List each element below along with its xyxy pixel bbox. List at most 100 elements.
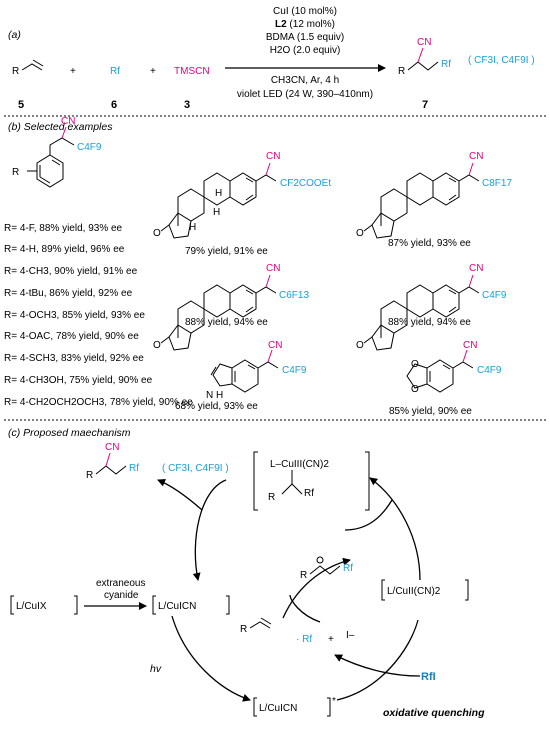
panel-b-label: (b) Selected examples — [8, 121, 113, 133]
svg-text:Rf: Rf — [343, 563, 353, 574]
svg-text:O: O — [356, 340, 364, 351]
panel-c-label: (c) Proposed maechanism — [8, 427, 131, 439]
svg-text:R: R — [398, 66, 405, 77]
svg-text:CN: CN — [266, 263, 280, 274]
cyanide-label: cyanide — [104, 590, 139, 601]
precatalyst: L/CuIX — [10, 595, 78, 615]
yield-steroid-4: 88% yield, 94% ee — [388, 317, 471, 328]
alkene-substrate: R — [240, 617, 272, 635]
arc-oxidative-quench — [336, 619, 419, 701]
svg-text:R: R — [240, 624, 247, 635]
svg-text:L–CuIII(CN)2: L–CuIII(CN)2 — [270, 459, 329, 470]
compound-numbers: 5 6 3 7 — [18, 99, 428, 111]
svg-text:H: H — [213, 207, 220, 218]
svg-text:CF2COOEt: CF2COOEt — [280, 178, 331, 189]
svg-text:R: R — [12, 66, 19, 77]
svg-text:H: H — [189, 222, 196, 233]
steroid-structure-2: CN C8F17 O 87% yield, 93% ee — [356, 151, 512, 249]
aryl-scaffold: R CN C4F9 — [12, 116, 102, 188]
cu1-cyanide-complex: L/CuICN — [152, 595, 230, 615]
svg-text:3: 3 — [184, 99, 190, 111]
svg-text:CN: CN — [266, 151, 280, 162]
condition-light: violet LED (24 W, 390–410nm) — [237, 89, 373, 100]
condition-solvent: CH3CN, Ar, 4 h — [271, 75, 339, 86]
svg-text:R: R — [86, 470, 93, 481]
yield-steroid-3: 88% yield, 94% ee — [185, 317, 268, 328]
svg-text:CN: CN — [417, 37, 431, 48]
svg-text:C4F9: C4F9 — [282, 365, 307, 376]
svg-text:C4F9: C4F9 — [477, 365, 502, 376]
benzodioxole-structure: O O CN C4F9 85% yield, 90% ee — [389, 340, 502, 417]
arc-cu2-to-cu3 — [369, 477, 421, 581]
svg-text:O: O — [356, 228, 364, 239]
product-7: R CN Rf — [398, 37, 451, 77]
rf-sources-note: ( CF3I, C4F9I ) — [468, 55, 535, 66]
svg-text:O: O — [411, 384, 419, 395]
rfi-reagent: RfI — [421, 671, 436, 683]
arc-release-product — [157, 479, 203, 511]
svg-text:L/CuICN: L/CuICN — [259, 703, 297, 714]
svg-text:CN: CN — [463, 340, 477, 351]
svg-text:CN: CN — [268, 340, 282, 351]
steroid-structure-1: CN CF2COOEt O H H H 79% yield, 91% ee — [153, 151, 331, 257]
example-4-sch3: R= 4-SCH3, 83% yield, 92% ee — [4, 353, 144, 364]
plus-1: + — [70, 66, 76, 77]
example-4-h: R= 4-H, 89% yield, 96% ee — [4, 244, 125, 255]
svg-text:C6F13: C6F13 — [279, 290, 309, 301]
svg-text:7: 7 — [422, 99, 428, 111]
reagent-tmscn-3: TMSCN — [174, 66, 210, 77]
svg-text:CN: CN — [105, 442, 119, 453]
yield-steroid-1: 79% yield, 91% ee — [185, 246, 268, 257]
svg-text:C4F9: C4F9 — [482, 290, 507, 301]
steroid-structure-4: CN C4F9 O 88% yield, 94% ee — [356, 263, 507, 351]
svg-text:R: R — [300, 570, 307, 581]
condition-ligand: L2 (12 mol%) — [275, 19, 335, 30]
extraneous-label: extraneous — [96, 578, 145, 589]
oxidative-quenching-label: oxidative quenching — [383, 707, 485, 719]
svg-text:Rf: Rf — [304, 488, 314, 499]
example-4-ch3oh: R= 4-CH3OH, 75% yield, 90% ee — [4, 375, 153, 386]
hv-label: hv — [150, 663, 162, 675]
panel-a-label: (a) — [8, 29, 21, 41]
yield-steroid-2: 87% yield, 93% ee — [388, 238, 471, 249]
indole-structure: N H CN C4F9 68% yield, 93% ee — [175, 340, 307, 412]
svg-text:Rf: Rf — [129, 463, 139, 474]
arc-rf-radical-in — [289, 594, 321, 623]
condition-water: H2O (2.0 equiv) — [270, 45, 341, 56]
cu2-complex: L/CuII(CN)2 — [381, 579, 469, 601]
reaction-conditions: CuI (10 mol%) L2 (12 mol%) BDMA (1.5 equ… — [237, 6, 373, 100]
svg-text:O: O — [153, 340, 161, 351]
rf-radical: · Rf — [296, 634, 312, 645]
svg-text:CN: CN — [469, 263, 483, 274]
condition-bdma: BDMA (1.5 equiv) — [266, 32, 344, 43]
svg-text:N H: N H — [206, 390, 223, 401]
example-4-f: R= 4-F, 88% yield, 93% ee — [4, 223, 123, 234]
mechanism-product: R CN Rf ( CF3I, C4F9I ) — [86, 442, 229, 481]
plus-2: + — [150, 66, 156, 77]
steroid-structure-3: CN C6F13 O 88% yield, 94% ee — [153, 263, 309, 351]
alkene-5: R — [12, 59, 44, 77]
svg-text:L/CuII(CN)2: L/CuII(CN)2 — [387, 586, 441, 597]
example-4-tbu: R= 4-tBu, 86% yield, 92% ee — [4, 288, 133, 299]
svg-text:CN: CN — [469, 151, 483, 162]
example-4-ch3: R= 4-CH3, 90% yield, 91% ee — [4, 266, 138, 277]
svg-text:6: 6 — [111, 99, 117, 111]
svg-text:L/CuICN: L/CuICN — [158, 601, 196, 612]
example-4-oac: R= 4-OAC, 78% yield, 90% ee — [4, 331, 139, 342]
arc-photoexcitation — [171, 615, 251, 702]
iodide: I– — [346, 630, 355, 641]
yield-indole: 68% yield, 93% ee — [175, 401, 258, 412]
reagent-rf-6: Rf — [110, 66, 120, 77]
svg-text:C4F9: C4F9 — [77, 142, 102, 153]
yield-benzodioxole: 85% yield, 90% ee — [389, 406, 472, 417]
svg-text:H: H — [215, 188, 222, 199]
aryl-examples-list: R= 4-F, 88% yield, 93% ee R= 4-H, 89% yi… — [4, 223, 193, 408]
excited-cu1-complex: L/CuICN * — [253, 696, 336, 717]
svg-text:R: R — [12, 167, 19, 178]
svg-text:5: 5 — [18, 99, 24, 111]
condition-cui: CuI (10 mol%) — [273, 6, 337, 17]
svg-text:Rf: Rf — [441, 59, 451, 70]
arc-radical-capture — [344, 499, 393, 531]
svg-text:*: * — [332, 696, 336, 707]
